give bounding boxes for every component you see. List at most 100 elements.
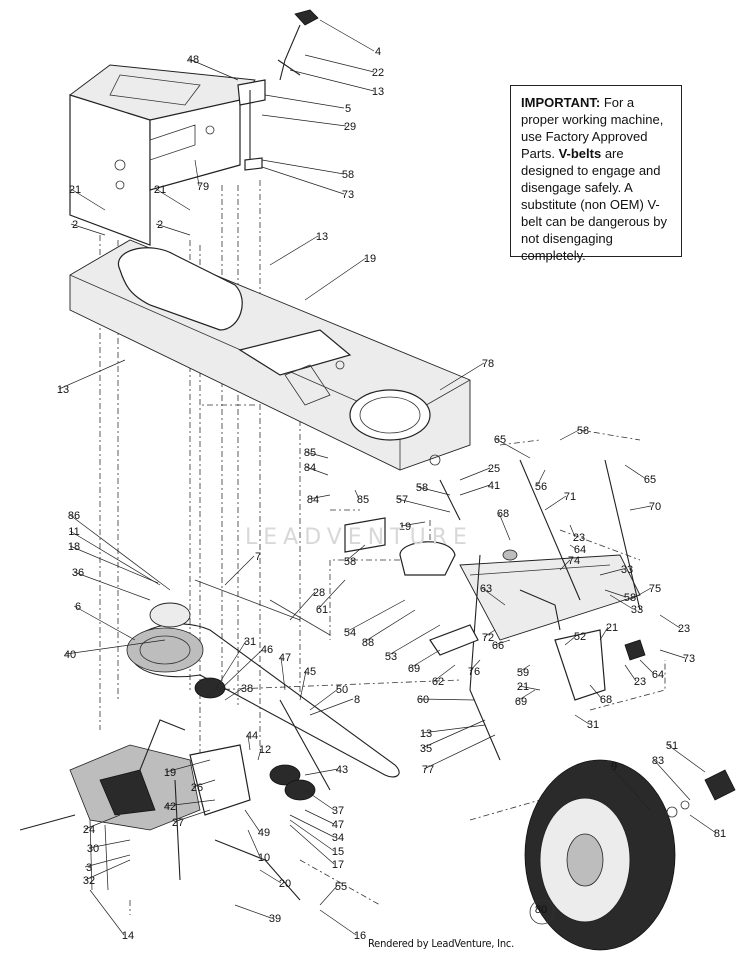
callout-36: 36 bbox=[72, 567, 84, 579]
callout-leader-2 bbox=[70, 223, 106, 236]
callout-63: 63 bbox=[480, 583, 492, 595]
callout-10: 10 bbox=[258, 852, 270, 864]
callout-28: 28 bbox=[313, 587, 325, 599]
callout-leader-33 bbox=[609, 594, 634, 610]
callout-19: 19 bbox=[399, 521, 411, 533]
callout-leader-69 bbox=[409, 649, 441, 669]
callout-leader-74 bbox=[559, 559, 571, 571]
callout-leader-61 bbox=[317, 579, 346, 610]
notice-heading: IMPORTANT: bbox=[521, 95, 601, 110]
callout-leader-64 bbox=[569, 544, 577, 550]
callout-84: 84 bbox=[307, 494, 319, 506]
callout-79: 79 bbox=[197, 181, 209, 193]
callout-20: 20 bbox=[279, 878, 291, 890]
callout-48: 48 bbox=[187, 54, 199, 66]
callout-54: 54 bbox=[344, 627, 356, 639]
callout-leader-50 bbox=[309, 688, 339, 711]
steering-lever-assembly bbox=[237, 9, 319, 171]
callout-leader-38 bbox=[224, 687, 244, 701]
callout-77: 77 bbox=[422, 764, 434, 776]
callout-55: 55 bbox=[335, 881, 347, 893]
callout-61: 61 bbox=[316, 604, 328, 616]
callout-leader-54 bbox=[345, 599, 406, 633]
callout-45: 45 bbox=[304, 666, 316, 678]
callout-leader-17 bbox=[289, 824, 335, 865]
callout-leader-84 bbox=[308, 494, 331, 500]
callout-leader-2 bbox=[155, 223, 191, 236]
callout-leader-60 bbox=[418, 698, 476, 701]
callout-leader-24 bbox=[84, 814, 121, 830]
callout-64: 64 bbox=[574, 544, 586, 556]
callout-leader-75 bbox=[629, 587, 652, 601]
callout-62: 62 bbox=[432, 676, 444, 688]
callout-leader-64 bbox=[639, 659, 655, 675]
callout-13: 13 bbox=[316, 231, 328, 243]
callout-58: 58 bbox=[344, 556, 356, 568]
callout-leader-18 bbox=[69, 545, 159, 584]
callout-leader-19 bbox=[400, 521, 426, 527]
callout-leader-58 bbox=[345, 544, 366, 562]
callout-leader-3 bbox=[84, 854, 131, 868]
callout-35: 35 bbox=[420, 743, 432, 755]
callout-65: 65 bbox=[494, 434, 506, 446]
callout-leader-14 bbox=[89, 889, 125, 936]
callout-leader-84 bbox=[305, 466, 329, 476]
callout-leader-78 bbox=[439, 362, 485, 391]
callout-13: 13 bbox=[420, 728, 432, 740]
callout-31: 31 bbox=[244, 636, 256, 648]
callout-18: 18 bbox=[68, 541, 80, 553]
callout-8: 8 bbox=[354, 694, 360, 706]
callout-3: 3 bbox=[86, 862, 92, 874]
callout-leader-71 bbox=[544, 495, 567, 511]
callout-leader-23 bbox=[624, 664, 637, 682]
notice-text-2: are designed to engage and disengage saf… bbox=[521, 146, 667, 263]
callout-16: 16 bbox=[354, 930, 366, 942]
callout-24: 24 bbox=[83, 824, 95, 836]
callout-leader-lines bbox=[58, 19, 717, 936]
callout-12: 12 bbox=[259, 744, 271, 756]
callout-leader-44 bbox=[247, 734, 251, 751]
callout-81: 81 bbox=[714, 828, 726, 840]
callout-58: 58 bbox=[577, 425, 589, 437]
callout-leader-86 bbox=[69, 514, 171, 591]
callout-83: 83 bbox=[652, 755, 664, 767]
callout-13: 13 bbox=[372, 86, 384, 98]
belt-and-pulleys bbox=[126, 579, 400, 801]
notice-vbelts: V-belts bbox=[558, 146, 602, 161]
callout-75: 75 bbox=[649, 583, 661, 595]
callout-52: 52 bbox=[574, 631, 586, 643]
callout-69: 69 bbox=[515, 696, 527, 708]
callout-leader-62 bbox=[433, 664, 456, 682]
callout-leader-63 bbox=[481, 587, 506, 606]
callout-leader-23 bbox=[659, 614, 681, 629]
callout-leader-47 bbox=[280, 656, 286, 691]
callout-leader-47 bbox=[304, 809, 335, 825]
callout-leader-79 bbox=[194, 159, 200, 187]
callout-85: 85 bbox=[357, 494, 369, 506]
callout-39: 39 bbox=[269, 913, 281, 925]
callout-leader-33 bbox=[599, 568, 624, 576]
callout-leader-12 bbox=[257, 748, 262, 761]
callout-68: 68 bbox=[600, 694, 612, 706]
callout-30: 30 bbox=[87, 843, 99, 855]
callout-44: 44 bbox=[246, 730, 258, 742]
callout-64: 64 bbox=[652, 669, 664, 681]
callout-33: 33 bbox=[631, 604, 643, 616]
callout-73: 73 bbox=[683, 653, 695, 665]
callout-leader-68 bbox=[589, 684, 603, 700]
brake-bracket bbox=[174, 744, 301, 901]
callout-leader-13 bbox=[58, 359, 126, 390]
callout-leader-32 bbox=[84, 859, 131, 881]
callout-leader-70 bbox=[629, 505, 652, 511]
callout-leader-25 bbox=[459, 467, 491, 481]
callout-leader-20 bbox=[259, 869, 282, 884]
callout-leader-66 bbox=[493, 639, 511, 646]
callout-leader-49 bbox=[244, 809, 261, 833]
callout-65: 65 bbox=[644, 474, 656, 486]
callout-14: 14 bbox=[122, 930, 134, 942]
callout-23: 23 bbox=[634, 676, 646, 688]
callout-50: 50 bbox=[336, 684, 348, 696]
callout-leader-85 bbox=[305, 451, 329, 459]
callout-leader-56 bbox=[536, 469, 546, 487]
callout-leader-35 bbox=[421, 719, 486, 749]
